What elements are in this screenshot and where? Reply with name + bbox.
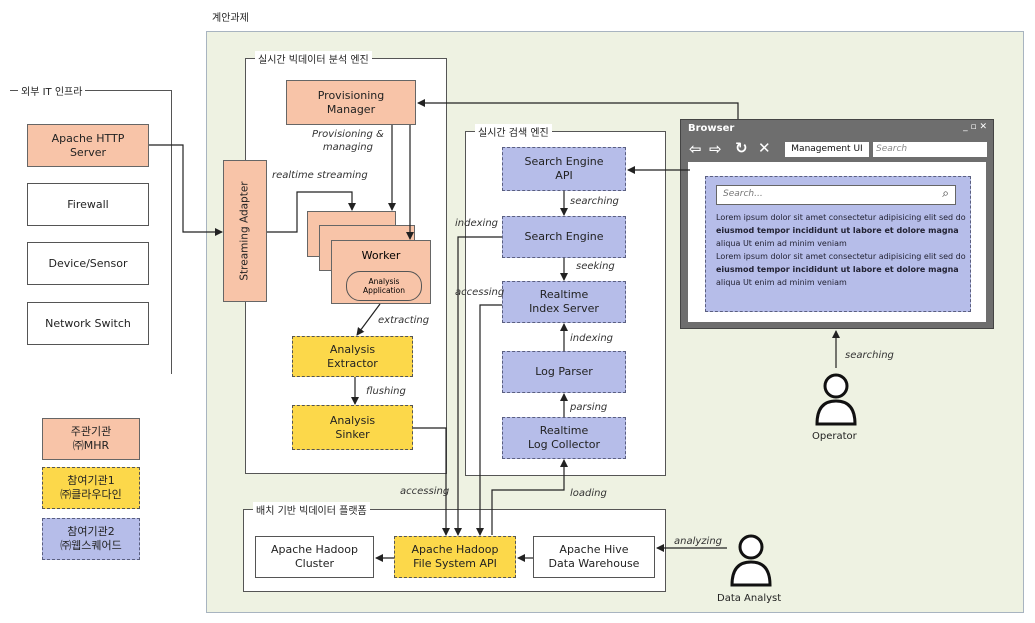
external-panel-label: 외부 IT 인프라: [18, 83, 86, 98]
device-sensor: Device/Sensor: [27, 242, 149, 285]
worker-label: Worker: [361, 249, 401, 262]
label-analyzing: analyzing: [674, 536, 723, 547]
lorem-text: Lorem ipsum dolor sit amet consectetur a…: [716, 211, 966, 289]
realtime-log-collector: Realtime Log Collector: [502, 417, 626, 459]
back-arrow-icon[interactable]: ⇦: [689, 140, 702, 158]
label-searching: searching: [570, 196, 619, 207]
label-seeking: seeking: [576, 261, 615, 272]
search-engine: Search Engine: [502, 216, 626, 258]
streaming-adapter-label: Streaming Adapter: [239, 181, 252, 281]
lorem-line-1: Lorem ipsum dolor sit amet consectetur a…: [716, 213, 966, 222]
label-loading: loading: [570, 488, 607, 499]
legend-host: 주관기관 ㈜MHR: [42, 418, 140, 460]
hive-warehouse: Apache Hive Data Warehouse: [533, 536, 655, 578]
search-icon[interactable]: ⌕: [942, 186, 949, 200]
lorem-line-4: Lorem ipsum dolor sit amet consectetur a…: [716, 252, 966, 261]
lorem-line-2: eiusmod tempor incididunt ut labore et d…: [716, 226, 959, 235]
worker: Worker Analysis Application: [331, 240, 431, 304]
realtime-index-server: Realtime Index Server: [502, 281, 626, 323]
refresh-icon[interactable]: ↻: [735, 139, 748, 157]
analysis-sinker: Analysis Sinker: [292, 405, 413, 450]
lorem-line-3: aliqua Ut enim ad minim veniam: [716, 239, 847, 248]
browser-window: Browser _ ▫ ✕ ⇦ ⇨ ↻ ✕ Management UI Sear…: [680, 119, 994, 329]
inner-search-placeholder: Search...: [723, 189, 763, 199]
label-accessing-side: accessing: [455, 287, 505, 298]
operator-label: Operator: [812, 431, 857, 442]
label-realtime-streaming: realtime streaming: [272, 170, 368, 181]
data-analyst-icon: [730, 534, 772, 587]
label-indexing-top: indexing: [455, 218, 498, 229]
page-title: 계안과제: [212, 13, 249, 24]
label-flushing: flushing: [366, 386, 406, 397]
label-searching-operator: searching: [845, 350, 894, 361]
batch-platform-label: 배치 기반 빅데이터 플랫폼: [253, 502, 370, 517]
legend-participant2: 참여기관2 ㈜웹스퀘어드: [42, 518, 140, 560]
network-switch: Network Switch: [27, 302, 149, 345]
label-extracting: extracting: [378, 315, 430, 326]
inner-search-input[interactable]: Search... ⌕: [716, 185, 956, 205]
forward-arrow-icon[interactable]: ⇨: [709, 140, 722, 158]
hadoop-cluster: Apache Hadoop Cluster: [255, 536, 374, 578]
analysis-extractor: Analysis Extractor: [292, 336, 413, 377]
log-parser: Log Parser: [502, 351, 626, 393]
apache-http-server: Apache HTTP Server: [27, 124, 149, 167]
lorem-line-6: aliqua Ut enim ad minim veniam: [716, 278, 847, 287]
close-icon[interactable]: ✕: [758, 139, 771, 157]
label-parsing: parsing: [570, 402, 608, 413]
lorem-line-5: eiusmod tempor incididunt ut labore et d…: [716, 265, 959, 274]
analysis-engine-label: 실시간 빅데이터 분석 엔진: [255, 51, 372, 66]
search-engine-label: 실시간 검색 엔진: [475, 124, 552, 139]
streaming-adapter: Streaming Adapter: [223, 160, 267, 302]
firewall: Firewall: [27, 183, 149, 226]
operator-icon: [815, 373, 857, 426]
browser-content: Search... ⌕ Lorem ipsum dolor sit amet c…: [688, 162, 986, 322]
label-provisioning: Provisioning & managing: [312, 129, 384, 153]
management-ui-tab[interactable]: Management UI: [785, 142, 869, 157]
legend-participant1: 참여기관1 ㈜클라우다인: [42, 467, 140, 509]
data-analyst-label: Data Analyst: [717, 593, 782, 604]
browser-title: Browser: [688, 123, 735, 134]
browser-content-panel: Search... ⌕ Lorem ipsum dolor sit amet c…: [705, 176, 971, 312]
hadoop-fs-api: Apache Hadoop File System API: [394, 536, 516, 578]
browser-window-controls: _ ▫ ✕: [963, 122, 987, 132]
label-indexing-mid: indexing: [570, 333, 613, 344]
browser-search-field[interactable]: Search: [873, 142, 987, 157]
search-engine-api: Search Engine API: [502, 147, 626, 191]
label-accessing-bottom: accessing: [400, 486, 450, 497]
analysis-application: Analysis Application: [346, 271, 422, 301]
provisioning-manager: Provisioning Manager: [286, 80, 416, 125]
